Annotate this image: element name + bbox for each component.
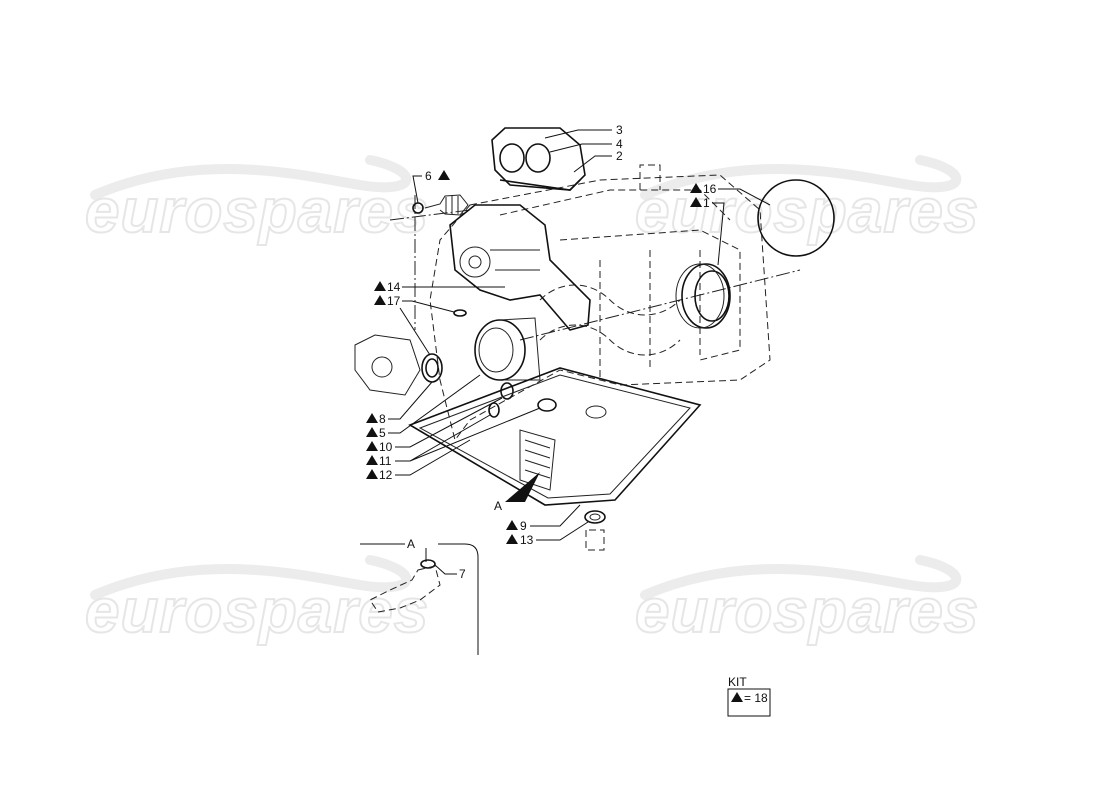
svg-text:1: 1	[703, 196, 710, 210]
callout-3: 3	[616, 123, 623, 137]
watermark: eurospares	[635, 177, 979, 246]
svg-text:17: 17	[387, 294, 401, 308]
svg-text:8: 8	[379, 412, 386, 426]
engine-block-outline	[389, 164, 801, 442]
svg-text:12: 12	[379, 468, 393, 482]
callout-16-1: 16 1	[690, 182, 771, 266]
callout-9-13: 9 13	[506, 504, 589, 547]
view-a-label: A	[494, 499, 502, 513]
callout-4: 4	[616, 137, 623, 151]
watermark: eurospares	[85, 577, 429, 646]
callout-14-17: 14 17	[374, 280, 505, 356]
svg-text:9: 9	[520, 519, 527, 533]
svg-text:16: 16	[703, 182, 717, 196]
watermark: eurospares	[85, 177, 429, 246]
kit-legend: KIT = 18	[727, 675, 771, 717]
svg-text:6: 6	[425, 169, 432, 183]
part-oil-pump	[354, 334, 443, 396]
svg-text:5: 5	[379, 426, 386, 440]
part-16-o-ring	[757, 179, 835, 257]
part-14-water-pump-gasket	[449, 204, 591, 331]
svg-text:14: 14	[387, 280, 401, 294]
svg-text:10: 10	[379, 440, 393, 454]
svg-text:11: 11	[379, 454, 392, 468]
part-1-seal	[675, 263, 731, 329]
detail-view-label: A	[407, 537, 415, 551]
callout-8-12: 8 5 10 11 12	[366, 374, 541, 482]
callout-group-top: 3 4 2	[544, 123, 623, 173]
view-a-marker: A	[494, 472, 540, 513]
kit-count: = 18	[744, 691, 768, 705]
callout-2: 2	[616, 149, 623, 163]
callout-7: 7	[459, 567, 466, 581]
part-5-cover	[474, 317, 541, 381]
part-cover-assembly	[491, 127, 586, 191]
kit-title: KIT	[728, 675, 747, 689]
svg-text:13: 13	[520, 533, 534, 547]
kit-triangle-icon	[731, 692, 743, 702]
watermark: eurospares	[635, 577, 979, 646]
detail-view-a: A 7	[360, 537, 479, 655]
watermark-group: eurospares eurospares eurospares eurospa…	[84, 155, 979, 647]
part-6-thermostat	[412, 194, 469, 216]
callout-6: 6	[412, 169, 450, 204]
part-13-drain-washer	[584, 510, 606, 551]
